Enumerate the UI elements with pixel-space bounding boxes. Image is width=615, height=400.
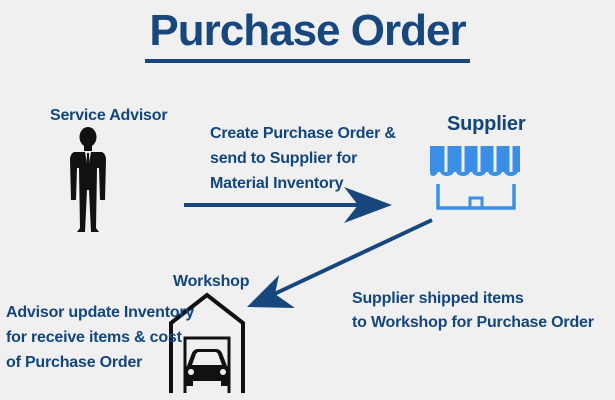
- arrow-to-workshop: [247, 218, 433, 308]
- create-po-line: Material Inventory: [210, 175, 344, 192]
- supplier-shipped-line: to Workshop for Purchase Order: [352, 314, 594, 331]
- car-icon: [184, 349, 230, 386]
- create-po-line: send to Supplier for: [210, 150, 358, 167]
- advisor-update-text: Advisor update Inventory for receive ite…: [6, 300, 194, 375]
- advisor-update-line: for receive items & cost: [6, 329, 182, 346]
- garage-car-icon: [169, 292, 245, 393]
- supplier-shipped-text: Supplier shipped items to Workshop for P…: [352, 287, 594, 335]
- supplier-label: Supplier: [447, 113, 526, 135]
- page-title: Purchase Order: [0, 6, 615, 63]
- create-po-line: Create Purchase Order &: [210, 125, 396, 142]
- advisor-update-line: of Purchase Order: [6, 354, 143, 371]
- page-title-text: Purchase Order: [145, 6, 470, 63]
- storefront-icon: [430, 146, 520, 210]
- arrow-to-supplier: [184, 187, 392, 223]
- workshop-label: Workshop: [173, 273, 250, 290]
- supplier-shipped-line: Supplier shipped items: [352, 290, 524, 307]
- advisor-update-line: Advisor update Inventory: [6, 304, 195, 321]
- service-advisor-label: Service Advisor: [50, 107, 168, 124]
- create-po-text: Create Purchase Order & send to Supplier…: [210, 121, 396, 196]
- businessman-icon: [70, 127, 106, 232]
